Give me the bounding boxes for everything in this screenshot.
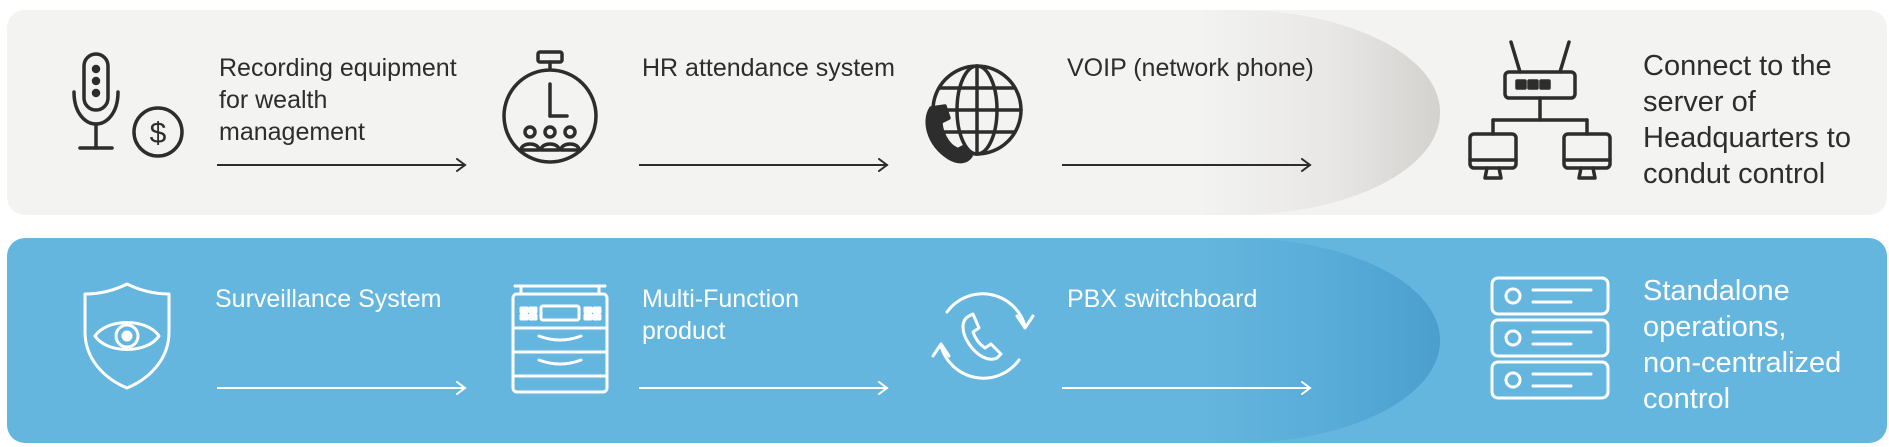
globe-phone-icon [919,60,1029,170]
printer-icon [509,280,611,396]
stopwatch-people-icon [497,50,603,170]
step-label: HR attendance system [642,54,895,82]
row-divider-cap [1200,238,1440,443]
step-label: Multi-Function product [642,285,799,345]
flow-arrow [639,158,891,172]
router-network-icon [1465,38,1615,188]
flow-arrow [217,381,469,395]
standalone-row: Surveillance System Multi-Function produ… [7,238,1887,443]
step-label: Surveillance System [215,285,442,313]
result-label: Standalone operations, non-centralized c… [1643,275,1842,415]
connected-row: $ Recording equipment for wealth managem… [7,10,1887,215]
step-label: PBX switchboard [1067,285,1258,313]
flow-arrow [1062,381,1314,395]
row-divider-cap [1200,10,1440,215]
flow-arrow [217,158,469,172]
svg-text:$: $ [150,117,167,150]
step-label: Recording equipment for wealth managemen… [219,54,457,146]
flow-arrow [639,381,891,395]
microphone-dollar-icon: $ [70,52,190,162]
step-label: VOIP (network phone) [1067,54,1314,82]
server-stack-icon [1487,274,1613,402]
result-label: Connect to the server of Headquarters to… [1643,50,1851,190]
flow-arrow [1062,158,1314,172]
shield-eye-icon [81,280,173,392]
phone-cycle-icon [927,282,1039,390]
